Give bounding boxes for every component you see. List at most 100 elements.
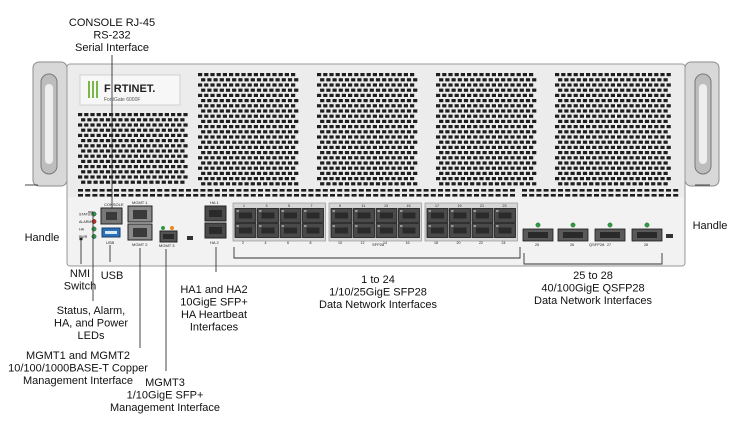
vent-slot: [452, 194, 458, 197]
sfp28-port-1[interactable]: [234, 208, 257, 223]
sfp28-port-24[interactable]: [494, 223, 516, 238]
sfp28-port-16[interactable]: [398, 223, 420, 238]
sfp28-port-15[interactable]: [398, 208, 420, 223]
vent-slot: [601, 194, 607, 197]
vent-slot: [502, 194, 508, 197]
vent-slot: [186, 194, 191, 197]
sfp28-port-5[interactable]: [279, 208, 302, 223]
sfp28-number-top: 17: [435, 204, 439, 208]
sfp28-port-20[interactable]: [449, 223, 471, 238]
vent-slot: [474, 189, 479, 192]
vent-block-1: [78, 113, 188, 184]
vent-slot: [272, 194, 278, 197]
vent-slot: [488, 194, 494, 197]
vent-slot: [294, 189, 299, 192]
vent-slot: [344, 194, 350, 197]
vent-slot: [121, 189, 127, 192]
brand-plate: F RTINET. FortiGate 6000F: [79, 74, 181, 106]
vent-slot: [366, 189, 371, 192]
vent-slot: [529, 189, 535, 192]
qsfp28-number: 28: [644, 243, 648, 247]
sfp28-port-17[interactable]: [426, 208, 449, 223]
vent-slot: [193, 189, 199, 192]
console-port[interactable]: CONSOLE: [100, 202, 124, 225]
vent-slot: [510, 189, 515, 192]
sfp28-port-10[interactable]: [330, 223, 353, 238]
vent-slot: [344, 189, 350, 192]
sfp28-number-top: 21: [480, 204, 484, 208]
console-label: CONSOLE: [104, 202, 124, 207]
vent-slot: [466, 189, 472, 192]
callout-handle-left: Handle: [25, 232, 60, 244]
led-label-pwr: PWR: [79, 235, 88, 239]
vent-slot: [452, 189, 458, 192]
vent-slot: [416, 194, 422, 197]
sfp28-port-7[interactable]: [302, 208, 324, 223]
sfp28-port-14[interactable]: [375, 223, 398, 238]
vent-slot: [186, 189, 191, 192]
sfp28-port-11[interactable]: [353, 208, 375, 223]
led-pwr: [91, 234, 97, 239]
ha-ports[interactable]: HA 1 HA 2: [204, 200, 227, 245]
nmi-switch[interactable]: [79, 237, 83, 241]
vent-slot: [387, 194, 393, 197]
sfp28-port-23[interactable]: [494, 208, 516, 223]
vent-slot: [265, 189, 271, 192]
vent-slot: [171, 194, 177, 197]
vent-slot: [92, 194, 98, 197]
sfp28-port-9[interactable]: [330, 208, 353, 223]
mgmt3-port[interactable]: MGMT 3: [159, 226, 178, 248]
vent-slot: [135, 189, 141, 192]
qsfp28-number: 27: [607, 243, 611, 247]
vent-slot: [445, 194, 451, 197]
sfp28-number-top: 11: [362, 204, 366, 208]
sfp28-port-22[interactable]: [471, 223, 494, 238]
sfp28-port-18[interactable]: [426, 223, 449, 238]
qsfp28-port-26[interactable]: 26: [557, 222, 589, 247]
sfp28-number-bottom: 8: [310, 241, 312, 245]
vent-slot: [294, 194, 299, 197]
qsfp28-port-28[interactable]: 28: [631, 222, 663, 247]
vent-slot: [85, 194, 91, 197]
vent-slot: [409, 189, 415, 192]
sfp28-port-12[interactable]: [353, 223, 375, 238]
sfp28-number-top: 19: [458, 204, 462, 208]
vent-slot: [301, 194, 307, 197]
vent-slot: [222, 189, 227, 192]
sfp28-port-3[interactable]: [257, 208, 279, 223]
sfp28-port-2[interactable]: [234, 223, 257, 238]
vent-slot: [106, 189, 112, 192]
vent-slot: [229, 194, 235, 197]
vent-slot: [673, 194, 679, 197]
sfp28-number-bottom: 20: [457, 241, 461, 245]
sfp28-port-8[interactable]: [302, 223, 324, 238]
usb-port[interactable]: USB: [101, 227, 121, 245]
sfp28-port-4[interactable]: [257, 223, 279, 238]
sfp28-port-6[interactable]: [279, 223, 302, 238]
vent-slot: [651, 189, 657, 192]
vent-slot: [666, 189, 671, 192]
led-label-status: STATUS: [79, 213, 93, 217]
vent-slot: [459, 194, 465, 197]
qsfp28-port-27[interactable]: 27: [594, 222, 626, 247]
mgmt1-mgmt2-ports[interactable]: MGMT 1 MGMT 2: [127, 200, 153, 247]
vent-slot: [622, 194, 628, 197]
vent-slot: [481, 194, 487, 197]
sfp28-port-21[interactable]: [471, 208, 494, 223]
vent-slot: [114, 194, 119, 197]
sfp28-number-bottom: 22: [479, 241, 483, 245]
vent-slot: [135, 194, 141, 197]
qsfp28-port-25[interactable]: 25: [522, 222, 554, 247]
vent-slot: [142, 189, 148, 192]
sfp28-port-13[interactable]: [375, 208, 398, 223]
sfp28-port-19[interactable]: [449, 208, 471, 223]
right-handle: [684, 61, 720, 187]
vent-slot: [322, 194, 328, 197]
